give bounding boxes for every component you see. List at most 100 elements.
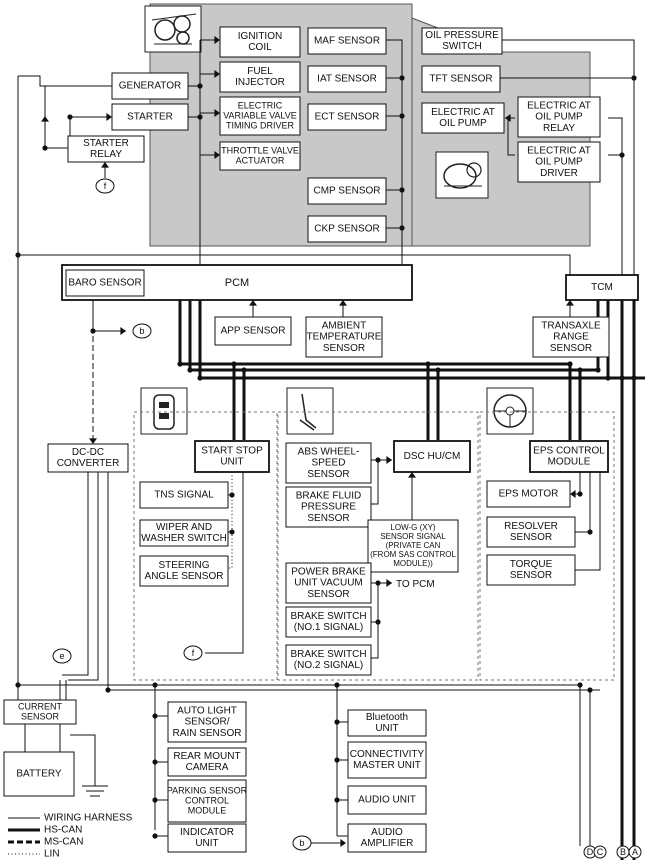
box-label: UNIT bbox=[220, 457, 243, 468]
box-label: EPS MOTOR bbox=[499, 489, 559, 500]
box-label: OIL PUMP bbox=[535, 157, 583, 168]
junction-dot bbox=[152, 682, 158, 688]
legend-label: LIN bbox=[44, 849, 60, 860]
boxes: IGNITIONCOILFUELINJECTORELECTRICVARIABLE… bbox=[3, 26, 639, 853]
junction-dot bbox=[577, 491, 583, 497]
junction-dot bbox=[197, 83, 203, 89]
connector-letter: b bbox=[139, 326, 144, 336]
bus-letter-label: C bbox=[597, 847, 604, 857]
box-label: CONTROL bbox=[185, 795, 229, 805]
box-label: VARIABLE VALVE bbox=[223, 110, 297, 120]
maf-sensor-box: MAF SENSOR bbox=[307, 27, 387, 55]
connector-b: b bbox=[132, 323, 152, 339]
box-label: OIL PUMP bbox=[439, 118, 487, 129]
box-label: AUDIO bbox=[371, 827, 403, 838]
bus-letter-label: B bbox=[620, 847, 626, 857]
junction-dot bbox=[334, 797, 340, 803]
box-label: RELAY bbox=[90, 149, 122, 160]
junction-dot bbox=[229, 492, 235, 498]
junction-dot bbox=[187, 367, 193, 373]
box-label: TNS SIGNAL bbox=[154, 490, 214, 501]
box-label: (NO.1 SIGNAL) bbox=[294, 622, 363, 633]
junction-dot bbox=[375, 619, 381, 625]
brake-pedal-icon bbox=[286, 387, 334, 435]
pcm-label: PCM bbox=[225, 277, 249, 289]
connector-letter: f bbox=[192, 648, 195, 658]
junction-dot bbox=[197, 114, 203, 120]
box-label: START STOP bbox=[201, 446, 263, 457]
junction-dot bbox=[375, 580, 381, 586]
connector-f: f bbox=[95, 178, 115, 194]
junction-dot bbox=[577, 682, 583, 688]
box-label: GENERATOR bbox=[119, 81, 181, 92]
box-label: RESOLVER bbox=[504, 521, 558, 532]
transmission-icon bbox=[435, 151, 489, 199]
battery-box: BATTERY bbox=[3, 751, 75, 797]
starter-box: STARTER bbox=[111, 103, 189, 131]
box-label: MODULE bbox=[548, 457, 591, 468]
box-label: ACTUATOR bbox=[236, 155, 285, 165]
box-label: SPEED bbox=[312, 458, 346, 469]
box-label: MAF SENSOR bbox=[314, 36, 380, 47]
iat-sensor-box: IAT SENSOR bbox=[307, 65, 387, 93]
junction-dot bbox=[229, 529, 235, 535]
key-fob-icon bbox=[140, 387, 188, 435]
box-label: FUEL bbox=[247, 66, 273, 77]
junction-dot bbox=[152, 759, 158, 765]
box-label: BRAKE FLUID bbox=[296, 490, 362, 501]
box-label: UNIT bbox=[375, 723, 398, 734]
box-label: STARTER bbox=[83, 138, 129, 149]
legend-label: MS-CAN bbox=[44, 837, 83, 848]
box-label: MODULE)) bbox=[393, 559, 433, 568]
brake-switch-2-box: BRAKE SWITCH(NO.2 SIGNAL) bbox=[285, 644, 372, 676]
junction-dot bbox=[399, 187, 405, 193]
box-label: TORQUE bbox=[510, 559, 553, 570]
bus-letter-c: C bbox=[593, 845, 607, 859]
junction-dot bbox=[605, 375, 611, 381]
box-label: AUDIO UNIT bbox=[358, 795, 416, 806]
box-label: AMPLIFIER bbox=[361, 838, 414, 849]
junction-dot bbox=[231, 361, 237, 367]
box-label: SENSOR bbox=[323, 343, 365, 354]
box-label: OIL PUMP bbox=[535, 112, 583, 123]
box-label: Bluetooth bbox=[366, 712, 408, 723]
app-sensor-box: APP SENSOR bbox=[214, 316, 292, 346]
box-label: RANGE bbox=[553, 332, 589, 343]
junction-dot bbox=[152, 713, 158, 719]
box-label: POWER BRAKE bbox=[291, 566, 366, 577]
junction-dot bbox=[619, 375, 625, 381]
box-label: (PRIVATE CAN bbox=[386, 541, 441, 550]
box-label: SENSOR bbox=[510, 570, 552, 581]
box-label: SENSOR bbox=[307, 469, 349, 480]
bus-letter-b: B bbox=[616, 845, 630, 859]
box-label: WASHER SWITCH bbox=[141, 533, 227, 544]
box-label: PARKING SENSOR bbox=[167, 785, 248, 795]
ckp-sensor-box: CKP SENSOR bbox=[307, 215, 387, 243]
junction-dot bbox=[577, 367, 583, 373]
box-label: INDICATOR bbox=[180, 827, 234, 838]
junction-dot bbox=[334, 757, 340, 763]
eps-motor-box: EPS MOTOR bbox=[486, 480, 571, 508]
